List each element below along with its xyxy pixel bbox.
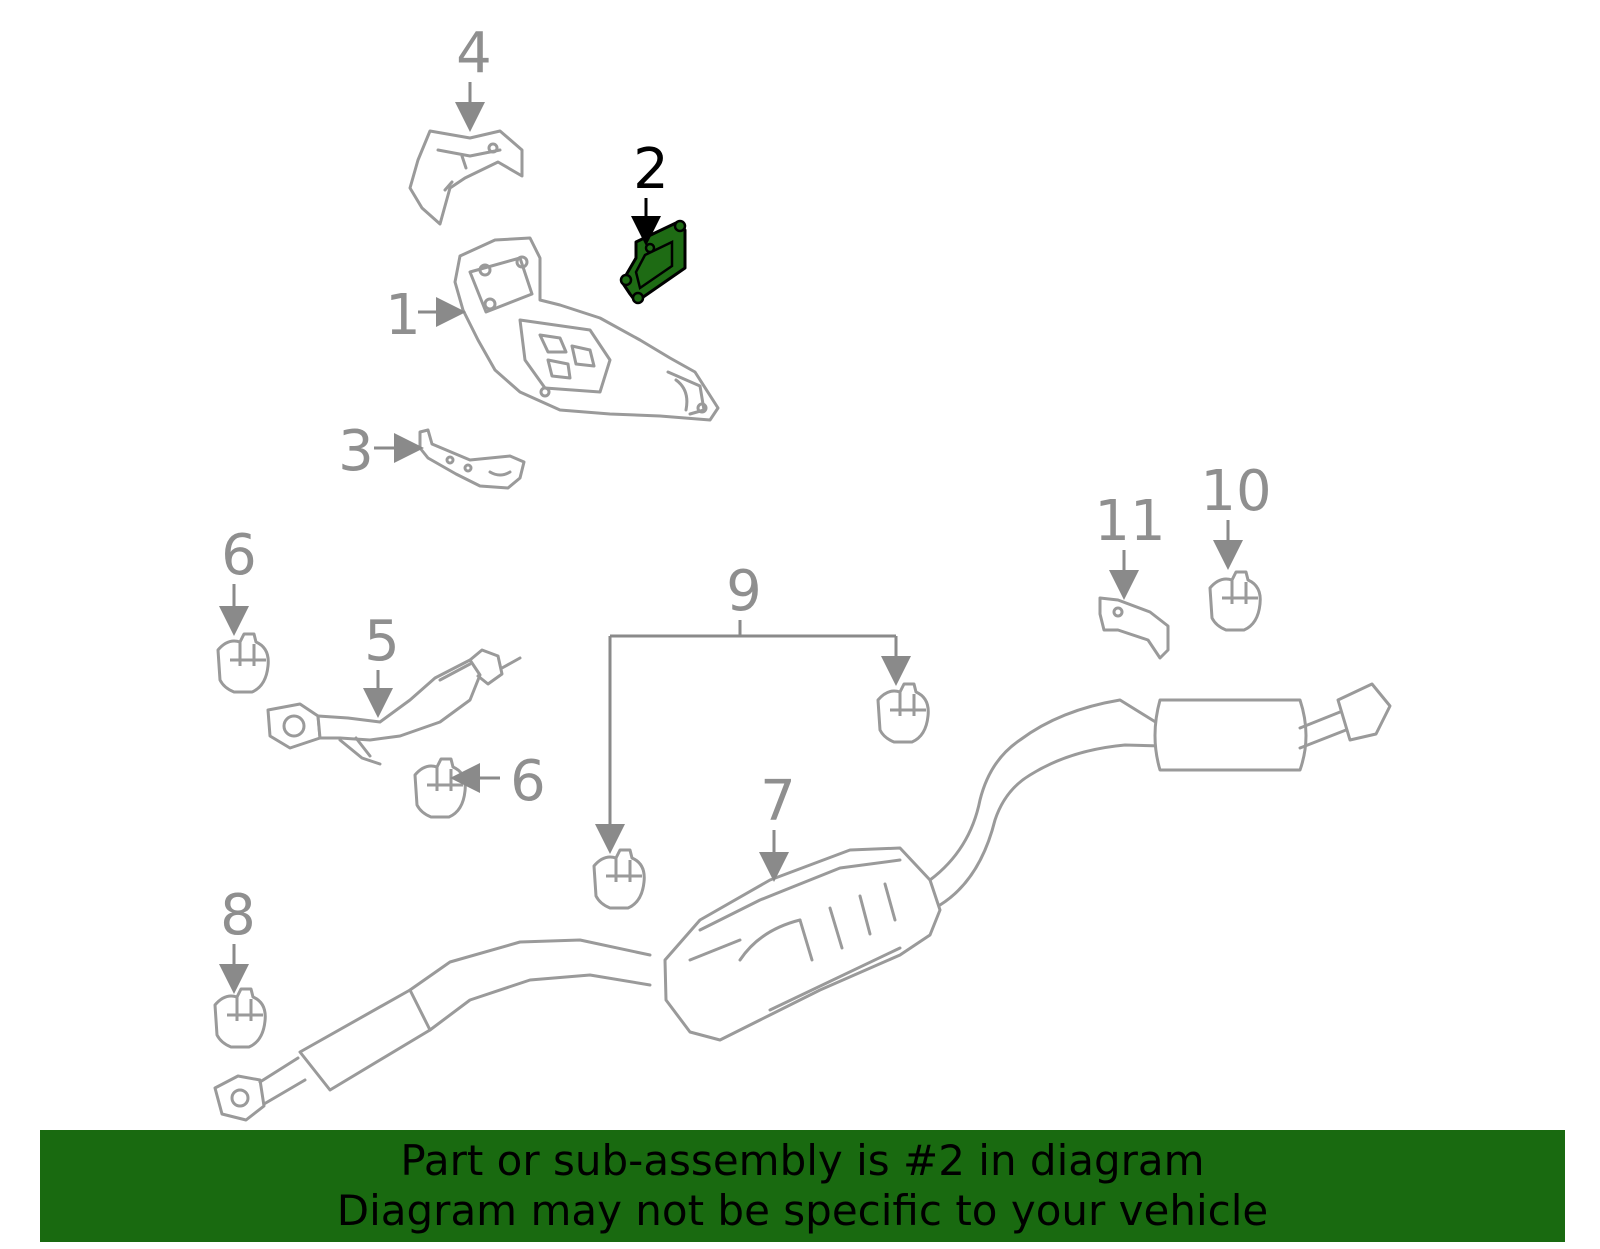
callout-labels: 4 2 1 3 6 5 6 7 8 9 10 11 <box>220 21 1271 948</box>
callout-4: 4 <box>456 21 492 86</box>
info-banner: Part or sub-assembly is #2 in diagram Di… <box>40 1130 1565 1242</box>
banner-line-2: Diagram may not be specific to your vehi… <box>336 1186 1269 1235</box>
callout-11: 11 <box>1094 489 1165 554</box>
exhaust-manifold-part-1 <box>453 236 720 422</box>
hanger-part-6-upper <box>216 632 270 694</box>
gasket-part-2 <box>619 219 687 305</box>
exhaust-system-part-7 <box>213 682 1392 1122</box>
hanger-part-10 <box>1208 570 1262 632</box>
front-pipe-part-5 <box>266 648 522 766</box>
callout-5: 5 <box>364 609 400 674</box>
callout-6-upper: 6 <box>221 523 257 588</box>
callout-7: 7 <box>760 769 796 834</box>
callout-10: 10 <box>1200 459 1271 524</box>
hanger-part-6-lower <box>413 757 467 819</box>
callout-9: 9 <box>726 559 762 624</box>
hanger-part-8 <box>213 987 267 1049</box>
callout-6-lower: 6 <box>510 749 546 814</box>
callout-3: 3 <box>338 419 374 484</box>
heat-shield-part-4 <box>408 129 524 226</box>
bracket-part-3 <box>418 428 526 490</box>
hanger-part-9-right <box>876 682 930 744</box>
callout-1: 1 <box>385 283 421 348</box>
callout-8: 8 <box>220 883 256 948</box>
callout-leaders <box>219 82 1243 994</box>
banner-line-1: Part or sub-assembly is #2 in diagram <box>400 1136 1205 1185</box>
callout-2: 2 <box>633 137 669 202</box>
bracket-part-11 <box>1098 596 1170 660</box>
hanger-part-9-left <box>592 848 646 910</box>
